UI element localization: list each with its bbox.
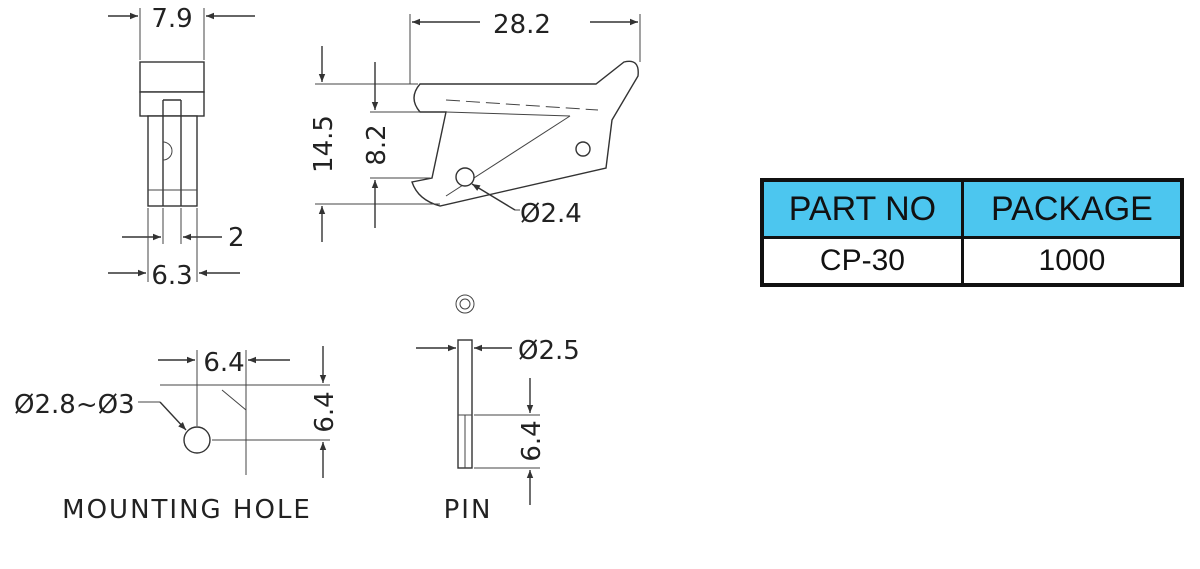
pin-len-dim: 6.4 (517, 420, 547, 461)
pin-end-outer (455, 294, 475, 314)
front-view: 7.9 2 6.3 (108, 4, 255, 291)
side-length-dim: 28.2 (493, 10, 551, 40)
mounting-hole-circle (183, 426, 211, 454)
spec-header-row: PART NO PACKAGE (760, 178, 1184, 239)
mounting-hole-caption: MOUNTING HOLE (62, 495, 312, 525)
pin-caption: PIN (444, 495, 493, 525)
mounting-v-dim: 6.4 (310, 391, 340, 432)
front-slot-dim: 2 (228, 223, 245, 253)
front-head (139, 61, 205, 93)
side-hole-dim: Ø2.4 (520, 199, 582, 229)
pin-end-inner (459, 298, 471, 310)
side-inner-dim: 8.2 (362, 124, 392, 165)
front-width-dim: 7.9 (151, 4, 192, 34)
side-height-dim: 14.5 (309, 115, 339, 173)
mounting-hole-view: 6.4 6.4 Ø2.8~Ø3 MOUNTING HOLE (14, 346, 340, 525)
side-view: 28.2 14.5 8.2 Ø2.4 (309, 10, 641, 242)
cell-part-no: CP-30 (760, 236, 964, 287)
pin-dia-dim: Ø2.5 (518, 336, 580, 366)
side-mount-hole (575, 141, 591, 157)
header-package: PACKAGE (960, 178, 1184, 239)
mounting-h-dim: 6.4 (203, 348, 244, 378)
front-collar (139, 91, 205, 117)
front-base-dim: 6.3 (151, 261, 192, 291)
front-body (147, 115, 198, 207)
spec-data-row: CP-30 1000 (760, 236, 1184, 287)
cell-package: 1000 (960, 236, 1184, 287)
side-profile (411, 60, 639, 207)
header-part-no: PART NO (760, 178, 964, 239)
side-pivot-hole (455, 167, 475, 187)
spec-table: PART NO PACKAGE CP-30 1000 (760, 178, 1184, 287)
pin-view: Ø2.5 6.4 PIN (416, 294, 580, 525)
mounting-hole-dia-dim: Ø2.8~Ø3 (14, 390, 135, 420)
